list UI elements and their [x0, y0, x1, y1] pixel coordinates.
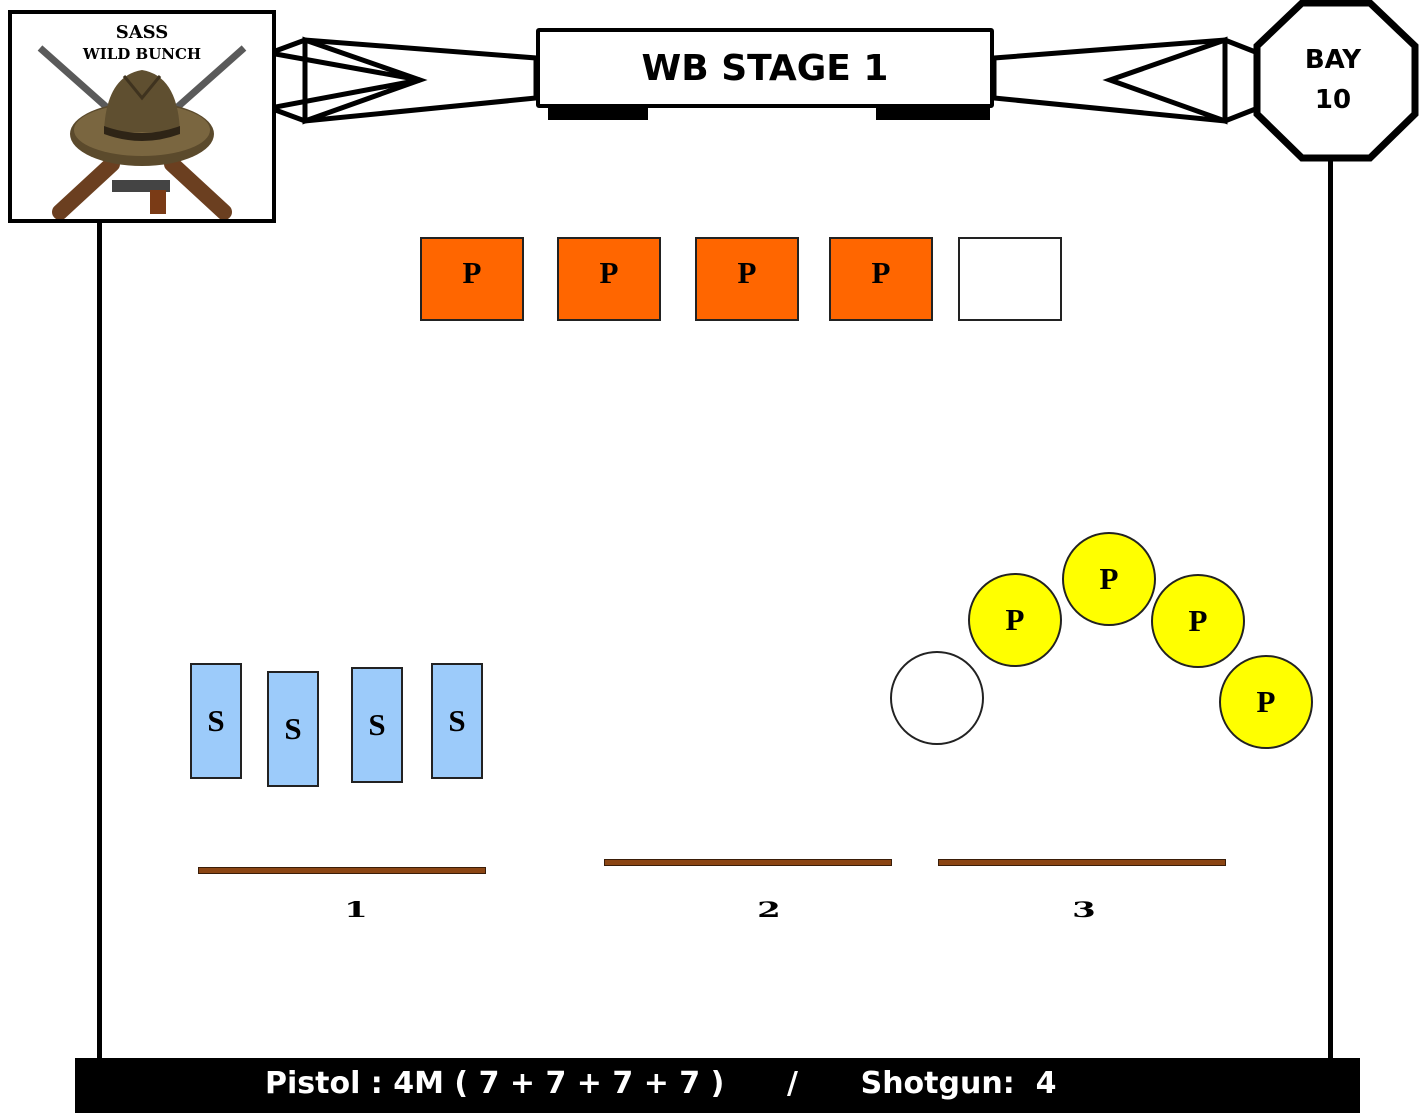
pistol-plate-empty	[958, 237, 1062, 321]
logo-title-line1: SASS	[115, 22, 169, 43]
shotgun-target: S	[190, 663, 242, 779]
shotgun-target: S	[431, 663, 483, 779]
pistol-circle-target: P	[968, 573, 1062, 667]
bay-number: BAY 10	[1258, 40, 1408, 120]
bay-value: 10	[1314, 85, 1352, 115]
pistol-circle-target: P	[1151, 574, 1245, 668]
pistol-plate: P	[420, 237, 524, 321]
pistol-circle-target: P	[1219, 655, 1313, 749]
bay-left-wall	[97, 215, 102, 1058]
pistol-plate: P	[557, 237, 661, 321]
table-position-3	[938, 859, 1226, 866]
title-banner-ribbon	[260, 36, 1261, 125]
stage-title: WB STAGE 1	[536, 28, 994, 108]
bay-right-wall	[1328, 158, 1333, 1058]
shotgun-target: S	[351, 667, 403, 783]
shotgun-target: S	[267, 671, 319, 787]
table-position-2	[604, 859, 892, 866]
pistol-plate: P	[829, 237, 933, 321]
position-label-3: 3	[1072, 897, 1096, 923]
pistol-circle-target: P	[1062, 532, 1156, 626]
hat-and-guns-icon	[37, 45, 247, 219]
pistol-plate: P	[695, 237, 799, 321]
pistol-circle-target-empty	[890, 651, 984, 745]
sass-wild-bunch-logo: SASS WILD BUNCH	[8, 10, 276, 223]
position-label-2: 2	[757, 897, 781, 923]
bay-octagon-sign	[1253, 0, 1419, 162]
position-label-1: 1	[344, 897, 368, 923]
round-count-text: Pistol : 4M ( 7 + 7 + 7 + 7 ) / Shotgun:…	[265, 1066, 1057, 1101]
table-position-1	[198, 867, 486, 874]
bay-label: BAY	[1304, 45, 1362, 75]
round-count-footer: Pistol : 4M ( 7 + 7 + 7 + 7 ) / Shotgun:…	[75, 1058, 1360, 1113]
logo-title-line2: WILD BUNCH	[82, 45, 202, 63]
